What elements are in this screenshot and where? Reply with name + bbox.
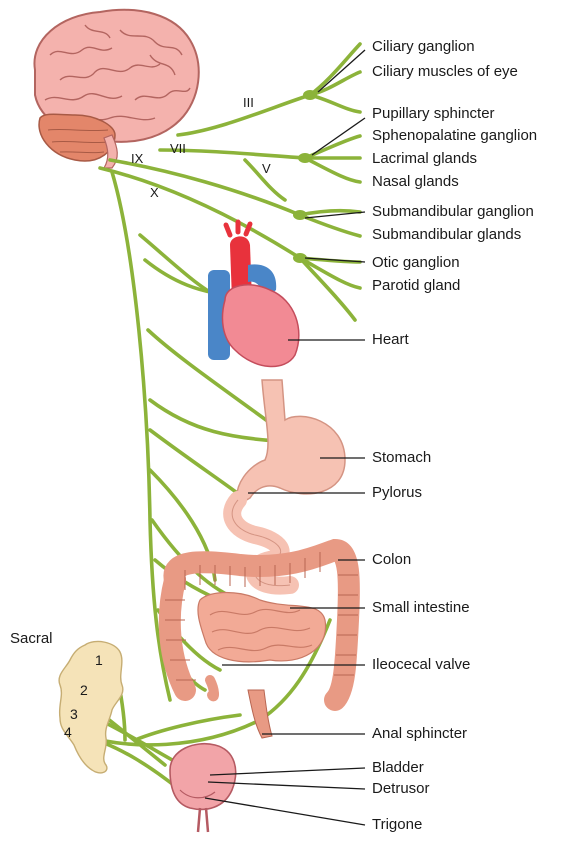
sacral-segment-1: 1 (95, 652, 103, 668)
label-anal-sphincter: Anal sphincter (372, 725, 467, 743)
label-ciliary-muscles: Ciliary muscles of eye (372, 63, 561, 81)
label-ileocecal-valve: Ileocecal valve (372, 656, 470, 674)
label-colon: Colon (372, 551, 411, 569)
label-heart: Heart (372, 331, 409, 349)
sacrum (59, 641, 123, 772)
label-stomach: Stomach (372, 449, 431, 467)
label-detrusor: Detrusor (372, 780, 430, 798)
label-sphenopalatine-ganglion: Sphenopalatine ganglion (372, 127, 561, 145)
ciliary-ganglion-node (303, 90, 317, 100)
label-nasal-glands: Nasal glands (372, 173, 459, 191)
nerve-label-v: V (262, 162, 271, 176)
nerve-label-vii: VII (170, 142, 186, 156)
submandibular-ganglion-node (293, 210, 307, 220)
label-lacrimal-glands: Lacrimal glands (372, 150, 477, 168)
cranial-nerve-fibers (80, 44, 360, 790)
sacral-segment-4: 4 (64, 724, 72, 740)
label-parotid-gland: Parotid gland (372, 277, 460, 295)
nerve-label-iii: III (243, 96, 254, 110)
otic-ganglion-node (293, 253, 307, 263)
label-submandibular-ganglion: Submandibular ganglion (372, 203, 561, 221)
nerve-label-x: X (150, 186, 159, 200)
label-submandibular-glands: Submandibular glands (372, 226, 561, 244)
nerve-label-ix: IX (131, 152, 143, 166)
label-ciliary-ganglion: Ciliary ganglion (372, 38, 475, 56)
label-otic-ganglion: Otic ganglion (372, 254, 460, 272)
ganglia (293, 90, 317, 263)
heart (208, 222, 299, 366)
label-pupillary-sphincter: Pupillary sphincter (372, 105, 495, 123)
label-pylorus: Pylorus (372, 484, 422, 502)
label-small-intestine: Small intestine (372, 599, 470, 617)
sphenopalatine-ganglion-node (298, 153, 312, 163)
sacral-segment-3: 3 (70, 706, 78, 722)
sacral-segment-2: 2 (80, 682, 88, 698)
sacral-title: Sacral (10, 630, 53, 647)
label-trigone: Trigone (372, 816, 422, 834)
label-bladder: Bladder (372, 759, 424, 777)
bladder (170, 744, 236, 832)
